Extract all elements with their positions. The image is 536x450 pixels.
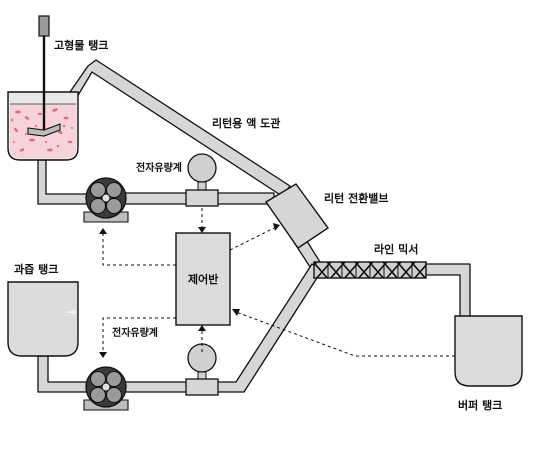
label-juice-tank: 과즙 탱크	[14, 263, 59, 276]
controller	[175, 232, 231, 326]
pipe-solids-outlet	[37, 159, 89, 205]
agitator-blade	[27, 123, 61, 137]
signal-lines	[102, 208, 455, 357]
juice-tank	[7, 281, 79, 357]
agitator-motor	[38, 15, 50, 37]
pump-top	[83, 177, 129, 223]
label-return-valve: 리턴 전환밸브	[324, 192, 389, 205]
flowmeter-bottom	[185, 343, 219, 396]
label-solids-tank: 고형물 탱크	[54, 39, 109, 52]
label-buffer-tank: 버퍼 탱크	[458, 399, 503, 412]
signal-to-bottom-pump	[102, 317, 176, 354]
juice-tank-arrow-icon: →	[66, 305, 77, 319]
signal-to-valve	[229, 227, 275, 251]
pipe-juice-outlet	[37, 355, 89, 393]
signal-arrowheads	[99, 223, 280, 358]
solids-tank	[7, 15, 79, 161]
buffer-tank	[454, 315, 523, 387]
label-flowmeter-bottom: 전자유량계	[112, 328, 158, 339]
label-return-pipe: 리턴용 액 도관	[212, 117, 281, 130]
pump-bottom	[83, 366, 129, 411]
signal-to-top-pump	[102, 232, 176, 266]
label-flowmeter-top: 전자유량계	[136, 163, 182, 174]
label-line-mixer: 라인 믹서	[374, 243, 419, 256]
line-mixer	[313, 261, 427, 279]
pipe-mixer-to-buffer	[423, 263, 471, 321]
label-controller: 제어반	[188, 273, 219, 286]
flowmeter-top	[185, 153, 219, 207]
return-valve	[264, 183, 329, 249]
